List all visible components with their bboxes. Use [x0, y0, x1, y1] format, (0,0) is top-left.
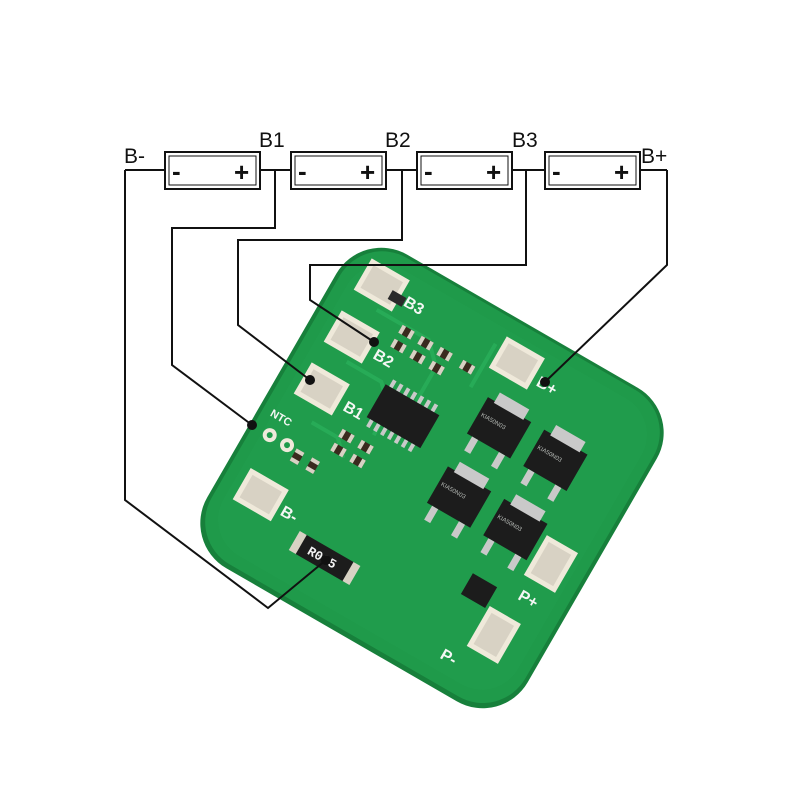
mosfet-2: KIA50N03: [520, 424, 588, 502]
wire-b2: [237, 170, 403, 381]
smd-components: [289, 290, 476, 474]
wires: [124, 169, 668, 610]
wire-b-plus: [544, 170, 668, 383]
terminal-label-b1: B1: [259, 129, 285, 152]
cell-4-negative: -: [552, 156, 561, 186]
bms-board: B3 B2 B1 B+ B- P- P+ NTC: [200, 247, 664, 709]
sot-component: [460, 573, 498, 608]
cell-3-negative: -: [424, 156, 433, 186]
dot-b1: [247, 420, 257, 430]
terminal-label-b2: B2: [385, 129, 411, 152]
wire-b1: [171, 170, 276, 426]
transistor-small: [387, 290, 407, 307]
cell-4-positive: +: [614, 157, 629, 187]
dot-b-plus: [540, 377, 550, 387]
mosfet-4: KIA50N03: [480, 494, 548, 572]
mosfet-3: KIA50N03: [424, 461, 492, 539]
cell-3-positive: +: [486, 157, 501, 187]
dot-b-minus: [321, 555, 331, 565]
battery-cell-1: - +: [164, 151, 261, 190]
battery-cell-4: - +: [544, 151, 641, 190]
dot-b2: [305, 375, 315, 385]
cell-2-negative: -: [298, 156, 307, 186]
dot-b3: [369, 337, 379, 347]
wire-b3: [309, 170, 527, 343]
silk-b-minus: B-: [277, 503, 300, 526]
protection-ic: [366, 379, 440, 453]
terminal-label-b-minus: B-: [124, 145, 145, 168]
cell-2-positive: +: [360, 157, 375, 187]
cell-1-negative: -: [172, 156, 181, 186]
mosfet-1: KIA50N03: [464, 392, 532, 470]
battery-cell-2: - +: [290, 151, 387, 190]
terminal-label-b3: B3: [512, 129, 538, 152]
terminal-label-b-plus: B+: [641, 145, 667, 168]
wire-b-minus: [124, 170, 327, 610]
battery-cell-3: - +: [416, 151, 513, 190]
cell-1-positive: +: [234, 157, 249, 187]
silk-p-minus: P-: [437, 646, 459, 669]
